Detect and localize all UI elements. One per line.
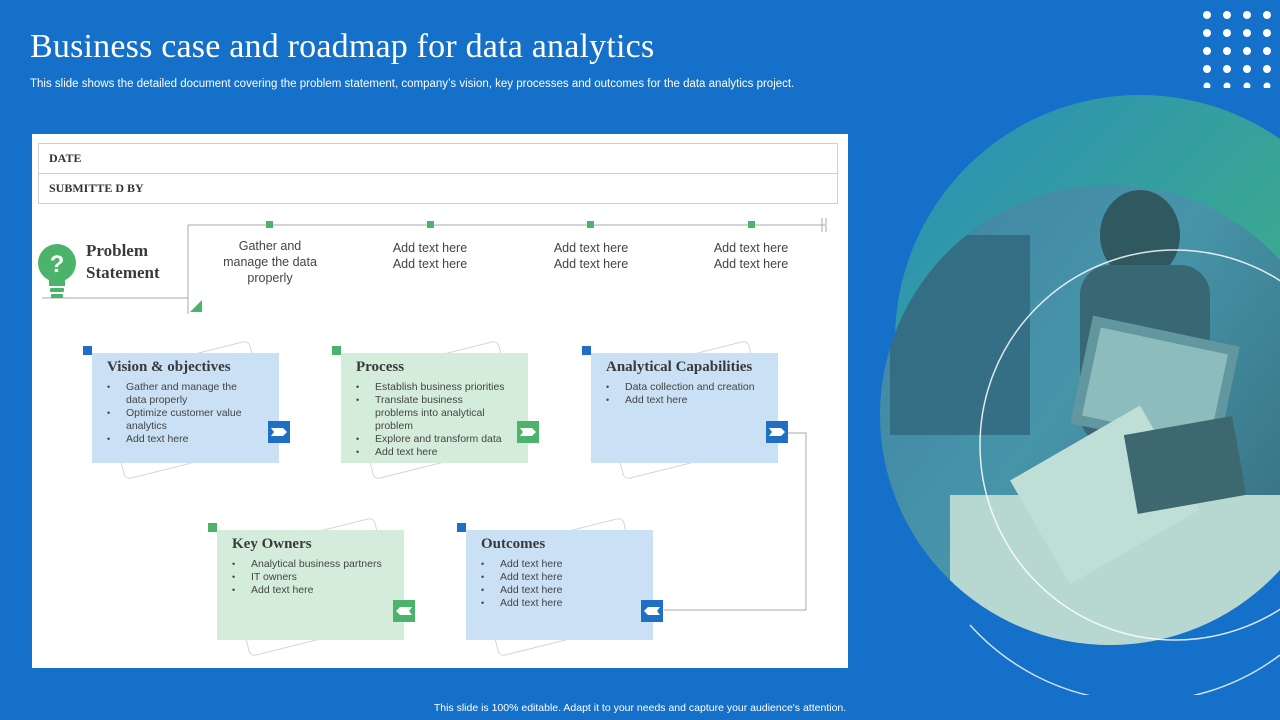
list-item: Explore and transform data bbox=[356, 433, 506, 446]
milestone-3-line1: Add text here bbox=[553, 241, 629, 255]
card-corner-marker bbox=[457, 523, 466, 532]
outcomes-card[interactable]: Outcomes Add text here Add text here Add… bbox=[457, 516, 663, 658]
card-corner-marker bbox=[208, 523, 217, 532]
dot-grid-decoration bbox=[1203, 11, 1271, 88]
card-corner-marker bbox=[332, 346, 341, 355]
vision-objectives-list: Gather and manage the data properly Opti… bbox=[107, 381, 257, 446]
arrow-right-icon[interactable] bbox=[268, 421, 290, 443]
key-owners-title: Key Owners bbox=[232, 536, 312, 552]
list-item: Add text here bbox=[481, 584, 631, 597]
list-item: Add text here bbox=[481, 558, 631, 571]
slide-title: Business case and roadmap for data analy… bbox=[30, 28, 655, 65]
milestone-4: Add text here Add text here bbox=[686, 240, 816, 272]
milestone-1: Gather and manage the data properly bbox=[205, 238, 335, 286]
arrow-right-icon[interactable] bbox=[517, 421, 539, 443]
list-item: Data collection and creation bbox=[606, 381, 756, 394]
list-item: Analytical business partners bbox=[232, 558, 382, 571]
milestone-3-line2: Add text here bbox=[553, 257, 629, 271]
vision-objectives-title: Vision & objectives bbox=[107, 359, 231, 375]
list-item: Add text here bbox=[481, 597, 631, 610]
milestone-marker bbox=[748, 221, 755, 228]
list-item: Add text here bbox=[481, 571, 631, 584]
arrow-right-icon[interactable] bbox=[766, 421, 788, 443]
business-meeting-photo bbox=[880, 95, 1280, 695]
outcomes-title: Outcomes bbox=[481, 536, 546, 552]
business-case-panel: DATE SUBMITTE D BY ? Problem Statement G… bbox=[32, 134, 848, 668]
analytical-capabilities-list: Data collection and creation Add text he… bbox=[606, 381, 756, 407]
milestone-3: Add text here Add text here bbox=[526, 240, 656, 272]
card-corner-marker bbox=[83, 346, 92, 355]
list-item: Add text here bbox=[606, 394, 756, 407]
list-item: Establish business priorities bbox=[356, 381, 506, 394]
list-item: Add text here bbox=[232, 584, 382, 597]
slide-subtitle: This slide shows the detailed document c… bbox=[30, 78, 795, 90]
list-item: Add text here bbox=[107, 433, 257, 446]
card-corner-marker bbox=[582, 346, 591, 355]
arrow-left-icon[interactable] bbox=[393, 600, 415, 622]
date-row[interactable]: DATE bbox=[49, 151, 82, 165]
key-owners-card[interactable]: Key Owners Analytical business partners … bbox=[208, 516, 415, 658]
milestone-2-line1: Add text here bbox=[392, 241, 468, 255]
list-item: Optimize customer value analytics bbox=[107, 407, 257, 433]
milestone-1-line2: manage the data bbox=[223, 255, 317, 269]
outcomes-list: Add text here Add text here Add text her… bbox=[481, 558, 631, 610]
analytical-capabilities-title: Analytical Capabilities bbox=[606, 359, 753, 375]
lightbulb-question-icon: ? bbox=[38, 244, 76, 298]
analytical-capabilities-card[interactable]: Analytical Capabilities Data collection … bbox=[582, 339, 788, 481]
milestone-marker bbox=[427, 221, 434, 228]
problem-statement-line2: Statement bbox=[86, 263, 160, 282]
milestone-2-line2: Add text here bbox=[392, 257, 468, 271]
milestone-2: Add text here Add text here bbox=[365, 240, 495, 272]
problem-statement-title: Problem Statement bbox=[86, 240, 186, 284]
milestone-marker bbox=[587, 221, 594, 228]
problem-statement-line1: Problem bbox=[86, 241, 149, 260]
milestone-1-line3: properly bbox=[247, 271, 293, 285]
info-table: DATE SUBMITTE D BY bbox=[38, 143, 838, 204]
svg-text:?: ? bbox=[50, 251, 65, 278]
list-item: Gather and manage the data properly bbox=[107, 381, 257, 407]
milestone-1-line1: Gather and bbox=[238, 239, 302, 253]
arrow-left-icon[interactable] bbox=[641, 600, 663, 622]
list-item: IT owners bbox=[232, 571, 382, 584]
milestone-4-line2: Add text here bbox=[713, 257, 789, 271]
list-item: Add text here bbox=[356, 446, 506, 459]
vision-objectives-card[interactable]: Vision & objectives Gather and manage th… bbox=[83, 339, 290, 481]
corner-arrow-marker bbox=[190, 300, 202, 312]
key-owners-list: Analytical business partners IT owners A… bbox=[232, 558, 382, 597]
list-item: Translate business problems into analyti… bbox=[356, 394, 506, 433]
slide-footer: This slide is 100% editable. Adapt it to… bbox=[433, 702, 847, 714]
submitted-by-row[interactable]: SUBMITTE D BY bbox=[39, 173, 837, 203]
milestone-marker bbox=[266, 221, 273, 228]
process-card[interactable]: Process Establish business priorities Tr… bbox=[332, 339, 539, 481]
milestone-4-line1: Add text here bbox=[713, 241, 789, 255]
process-title: Process bbox=[356, 359, 405, 375]
process-list: Establish business priorities Translate … bbox=[356, 381, 506, 459]
